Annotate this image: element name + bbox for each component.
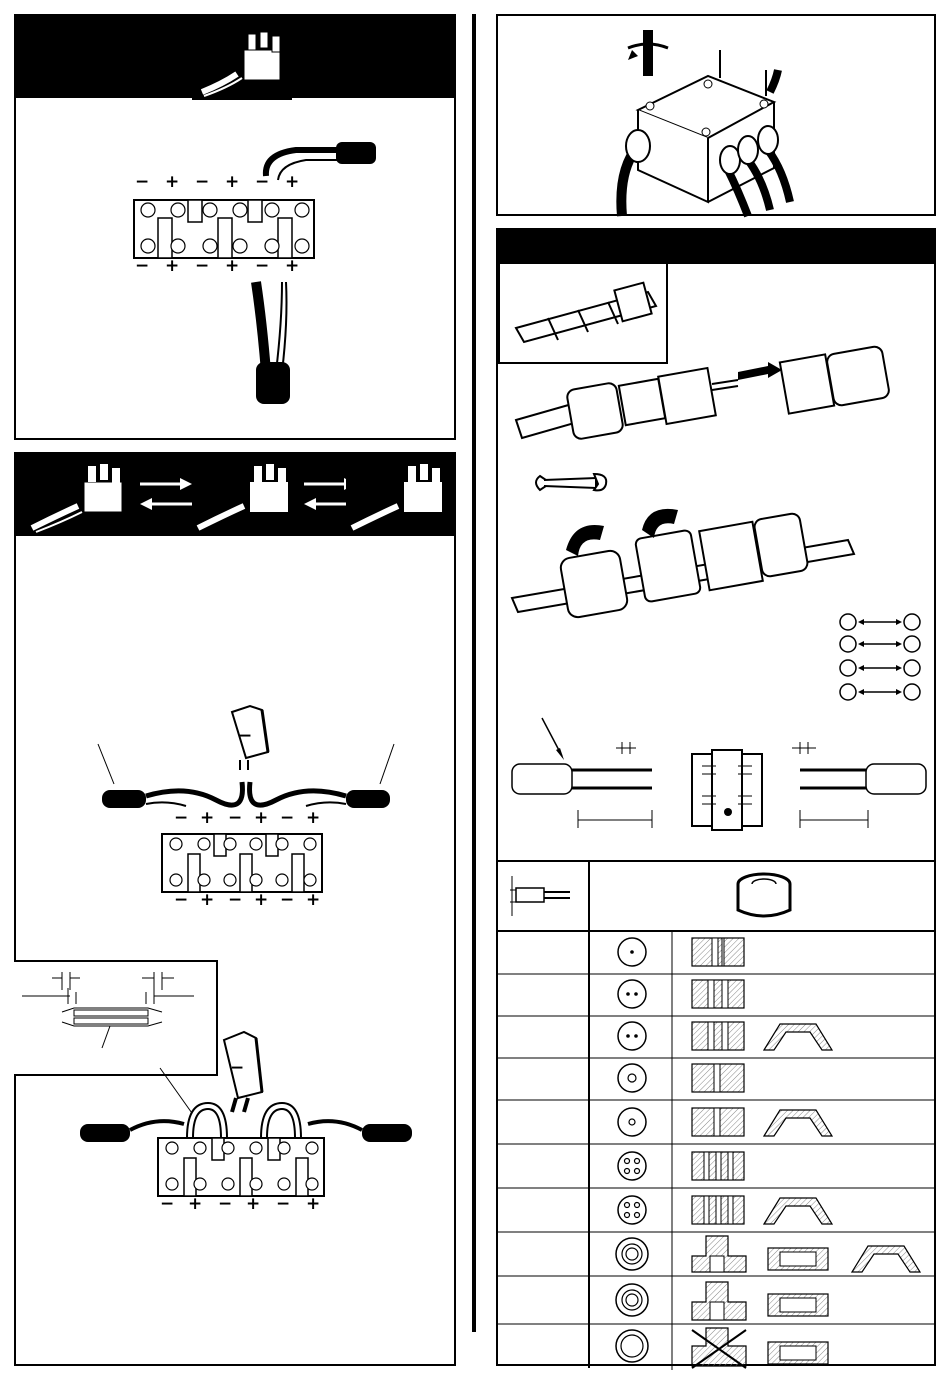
cable-in-bottom [242, 282, 302, 412]
connector-block-icon [346, 456, 454, 536]
panel-terminal-bridge: − − + − + − + − + − + [14, 452, 456, 1366]
connector-thumbnail [498, 264, 668, 364]
pin-mapping [838, 610, 924, 702]
polarity-bottom-4: + [225, 256, 239, 276]
polarity-top-3: − [228, 808, 242, 828]
terminal-block [156, 1134, 328, 1200]
polarity-bottom-4: + [254, 890, 268, 910]
panel-header [498, 230, 934, 264]
looped-wiring [76, 1064, 416, 1134]
polarity-bottom-3: − [228, 890, 242, 910]
strip-length-inset [14, 960, 218, 1076]
polarity-bottom-2: + [165, 256, 179, 276]
polarity-bottom-2: + [200, 890, 214, 910]
polarity-top-4: + [225, 172, 239, 192]
cable-in-top [256, 134, 386, 184]
polarity-bottom-1: − [135, 256, 149, 276]
terminal-block [132, 194, 318, 264]
polarity-bottom-1: − [160, 1194, 174, 1214]
wrench-icon [530, 468, 610, 498]
cable-strip-diagram [506, 710, 936, 840]
polarity-top-3: − [195, 172, 209, 192]
seal-ring-icon [734, 870, 794, 924]
terminal-diagram-3: − + − + − + [156, 1134, 346, 1234]
bridge-polarity: − [238, 726, 252, 746]
cable-diameter-icon [506, 876, 576, 916]
gland-rows-graphic [496, 932, 936, 1370]
junction-box-illustration [598, 20, 828, 216]
polarity-bottom-5: − [276, 1194, 290, 1214]
polarity-top-1: − [174, 808, 188, 828]
gland-table [496, 860, 936, 1372]
cable-pair [96, 744, 396, 814]
terminal-diagram-2: − + − + − + − + − + − + [160, 814, 350, 914]
panel-terminal-basic: − + − + − + − + − + − + [14, 14, 456, 440]
connector-assembled-view [508, 500, 858, 620]
polarity-bottom-6: + [306, 1194, 320, 1214]
polarity-bottom-6: + [285, 256, 299, 276]
polarity-bottom-3: − [195, 256, 209, 276]
polarity-bottom-4: + [246, 1194, 260, 1214]
polarity-bottom-6: + [306, 890, 320, 910]
connector-block-icon [26, 456, 134, 536]
connector-block-icon [192, 456, 300, 536]
cable-connector-icon [508, 278, 658, 348]
polarity-top-2: + [200, 808, 214, 828]
polarity-top-4: + [254, 808, 268, 828]
terminal-diagram-1: − + − + − + − + − + − + [132, 178, 322, 278]
polarity-top-6: + [306, 808, 320, 828]
swap-arrows-icon [136, 476, 196, 512]
column-divider [472, 14, 476, 1332]
connector-exploded-view [512, 350, 912, 450]
polarity-bottom-2: + [188, 1194, 202, 1214]
polarity-bottom-5: − [255, 256, 269, 276]
polarity-top-2: + [165, 172, 179, 192]
stripped-wire-diagram [22, 968, 202, 1068]
polarity-bottom-1: − [174, 890, 188, 910]
polarity-bottom-5: − [280, 890, 294, 910]
connector-block-icon [192, 22, 292, 100]
polarity-top-1: − [135, 172, 149, 192]
polarity-bottom-3: − [218, 1194, 232, 1214]
panel-cable-connector [496, 228, 936, 1366]
polarity-top-5: − [280, 808, 294, 828]
terminal-block [160, 830, 326, 896]
panel-junction-box [496, 14, 936, 216]
